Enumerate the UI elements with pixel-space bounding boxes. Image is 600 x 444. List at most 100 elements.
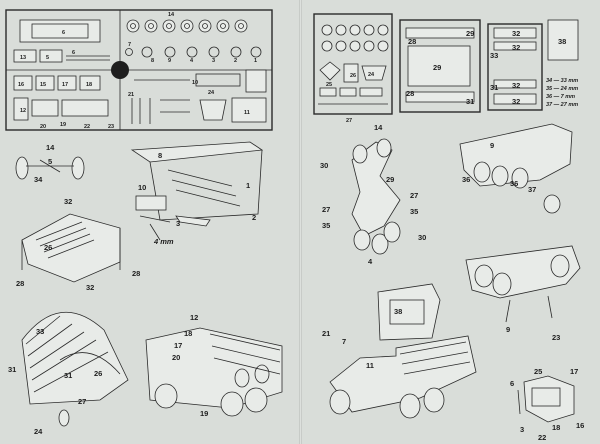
right-sprue-label: 32 [512,97,520,106]
svg-text:26: 26 [94,369,102,378]
step-chassis-under: 14 30 29 27 27 35 35 30 4 [320,123,426,266]
right-sprue-label: 28 [406,89,414,98]
step-chassis-side: 9 23 [465,245,581,342]
svg-text:31: 31 [64,371,72,380]
svg-text:36: 36 [510,179,518,188]
svg-text:23: 23 [552,333,560,342]
svg-text:21: 21 [322,329,330,338]
left-sprue-diagram: 14 6 13 5 6 7 8 9 4 3 2 1 16 15 17 18 19… [5,9,273,131]
left-sprue-label: 17 [62,82,68,88]
svg-text:2: 2 [252,213,256,222]
right-sprue-label: 38 [558,37,566,46]
svg-text:16: 16 [576,421,584,430]
svg-text:36: 36 [462,175,470,184]
step-front-axle: 14 5 34 [15,143,85,184]
svg-text:34: 34 [34,175,43,184]
left-sprue-label: 8 [151,58,154,64]
page-fold [299,0,302,444]
left-sprue-label: 18 [86,82,92,88]
svg-text:17: 17 [174,341,182,350]
svg-text:18: 18 [552,423,560,432]
left-sprue-label: 13 [20,55,26,61]
svg-text:4: 4 [368,257,373,266]
left-sprue-label: 21 [128,92,134,98]
svg-text:28: 28 [132,269,140,278]
step-truck-tanker: 12 18 17 20 19 [145,313,283,418]
legend-line: 35 — 24 mm [546,86,578,92]
svg-text:12: 12 [190,313,198,322]
svg-text:3: 3 [176,219,180,228]
left-sprue-label: 2 [234,58,237,64]
right-sprue-label: 29 [433,63,441,72]
svg-text:14: 14 [46,143,55,152]
step-cab-detail: 25 17 6 3 22 18 16 [510,367,584,442]
svg-text:32: 32 [64,197,72,206]
left-sprue-label: 19 [60,122,66,128]
left-sprue-label: 22 [84,124,90,130]
svg-text:32: 32 [86,283,94,292]
legend-line: 36 — 7 mm [546,94,575,100]
step-frame: 8 1 10 2 3 4 mm [130,141,264,246]
left-sprue-label: 11 [244,110,250,116]
svg-text:4 mm: 4 mm [153,237,174,246]
right-sprue-label: 26 [350,73,356,79]
left-sprue-label: 12 [20,108,26,114]
svg-text:22: 22 [538,433,546,442]
left-sprue-label: 23 [108,124,114,130]
svg-text:18: 18 [184,329,192,338]
left-sprue-label: 3 [212,58,215,64]
legend-line: 34 — 33 mm [546,78,578,84]
svg-text:26: 26 [44,243,52,252]
left-sprue-label: 9 [168,58,171,64]
svg-text:19: 19 [200,409,208,418]
right-sprue-label: 33 [490,51,498,60]
right-sprue-label: 32 [512,81,520,90]
left-sprue-label: 24 [208,90,215,96]
left-sprue-label: 4 [190,58,194,64]
step-canopy: 33 31 31 26 24 27 [8,311,129,436]
svg-text:30: 30 [418,233,426,242]
right-sprue-label: 31 [466,97,474,106]
left-sprue-label: 16 [18,82,24,88]
right-sprue-label: 28 [408,37,416,46]
svg-text:31: 31 [8,365,16,374]
svg-text:5: 5 [48,157,52,166]
svg-text:24: 24 [34,427,43,436]
svg-text:10: 10 [138,183,146,192]
svg-text:27: 27 [78,397,86,406]
svg-text:30: 30 [320,161,328,170]
svg-text:33: 33 [36,327,44,336]
right-sprue-label: 32 [512,29,520,38]
right-sprue-label: 32 [512,43,520,52]
svg-text:11: 11 [366,361,374,370]
left-sprue-label: 14 [168,12,175,18]
svg-text:9: 9 [506,325,510,334]
left-sprue-label: 15 [40,82,46,88]
right-sprue-label: 29 [466,29,474,38]
right-sprue-small: 27 25 24 26 [313,13,393,124]
left-sprue-label: 20 [40,124,46,130]
right-sprue-label: 25 [326,82,332,88]
right-sprue-large: 28 29 29 31 28 33 32 32 31 32 32 38 [399,19,579,113]
step-body-frame: 32 26 28 28 32 [16,197,140,292]
svg-text:38: 38 [394,307,402,316]
svg-text:37: 37 [528,185,536,194]
svg-text:1: 1 [246,181,250,190]
svg-text:7: 7 [342,337,346,346]
svg-text:27: 27 [322,205,330,214]
right-sprue-label: 27 [346,118,352,124]
svg-text:6: 6 [510,379,514,388]
right-sprue-label: 24 [368,72,375,78]
step-truck-cargo: 38 21 7 11 [322,283,477,419]
svg-text:14: 14 [374,123,383,132]
left-sprue-label: 6 [72,50,75,56]
svg-text:3: 3 [520,425,524,434]
svg-text:27: 27 [410,191,418,200]
svg-text:29: 29 [386,175,394,184]
left-sprue-label: 10 [192,80,198,86]
svg-text:8: 8 [158,151,162,160]
svg-text:35: 35 [322,221,330,230]
left-sprue-label: 6 [62,30,65,36]
